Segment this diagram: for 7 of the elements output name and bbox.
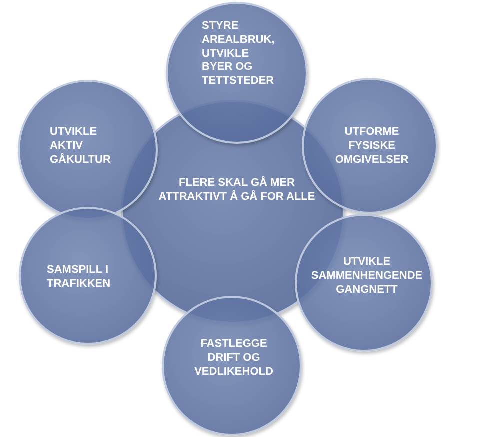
node-label: UTVIKLE AKTIV GÅKULTUR — [50, 126, 112, 168]
node-label: UTFORME FYSISKE OMGIVELSER — [334, 126, 410, 168]
node-label: FASTLEGGE DRIFT OG VEDLIKEHOLD — [194, 338, 274, 380]
node-label: SAMSPILL I TRAFIKKEN — [47, 264, 112, 292]
node-label: STYRE AREALBRUK, UTVIKLE BYER OG TETTSTEDER — [202, 20, 272, 89]
node-label: FLERE SKAL GÅ MER ATTRAKTIVT Å GÅ FOR ALLE — [158, 177, 316, 204]
node-label: UTVIKLE SAMMENHENGENDE GANGNETT — [310, 256, 424, 298]
